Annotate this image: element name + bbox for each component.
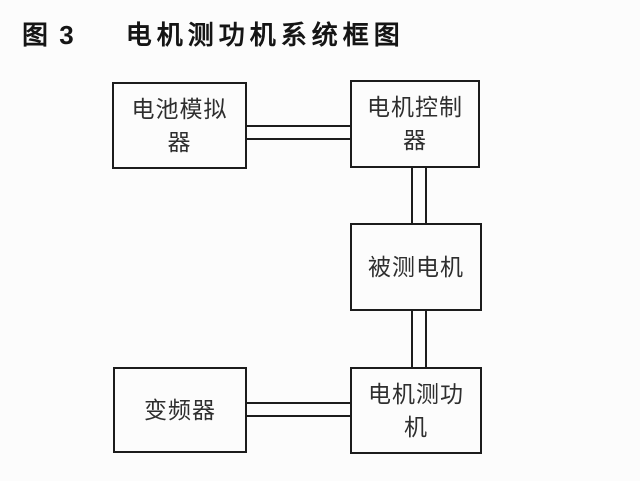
block-label-line: 被测电机 (368, 253, 464, 280)
block-label: 被测电机 (368, 251, 464, 284)
block-label-line: 变频器 (144, 396, 216, 423)
block-label: 变频器 (144, 394, 216, 427)
block-battery-simulator: 电池模拟 器 (112, 82, 247, 169)
block-motor-under-test: 被测电机 (350, 223, 482, 311)
figure-caption: 电机测功机系统框图 (125, 20, 405, 50)
block-motor-controller: 电机控制 器 (350, 80, 480, 168)
block-label-line: 器 (403, 127, 427, 153)
connector-inverter-to-dynamometer (247, 402, 350, 417)
figure-number: 图 3 (22, 20, 76, 50)
connector-controller-to-motor (411, 168, 427, 223)
block-label-line: 器 (167, 128, 192, 155)
block-label: 电机测功 机 (368, 378, 464, 444)
block-label-line: 电机控制 (367, 94, 463, 120)
block-label-line: 电池模拟 (131, 95, 228, 122)
figure-title: 图 3 电机测功机系统框图 (22, 15, 405, 52)
connector-motor-to-dynamometer (411, 311, 427, 367)
block-label: 电机控制 器 (367, 91, 463, 157)
block-label: 电池模拟 器 (132, 93, 228, 159)
block-motor-dynamometer: 电机测功 机 (350, 367, 482, 454)
block-inverter: 变频器 (113, 367, 247, 453)
block-label-line: 机 (404, 413, 428, 440)
block-label-line: 电机测功 (368, 380, 464, 407)
connector-battery-to-controller (247, 125, 350, 140)
